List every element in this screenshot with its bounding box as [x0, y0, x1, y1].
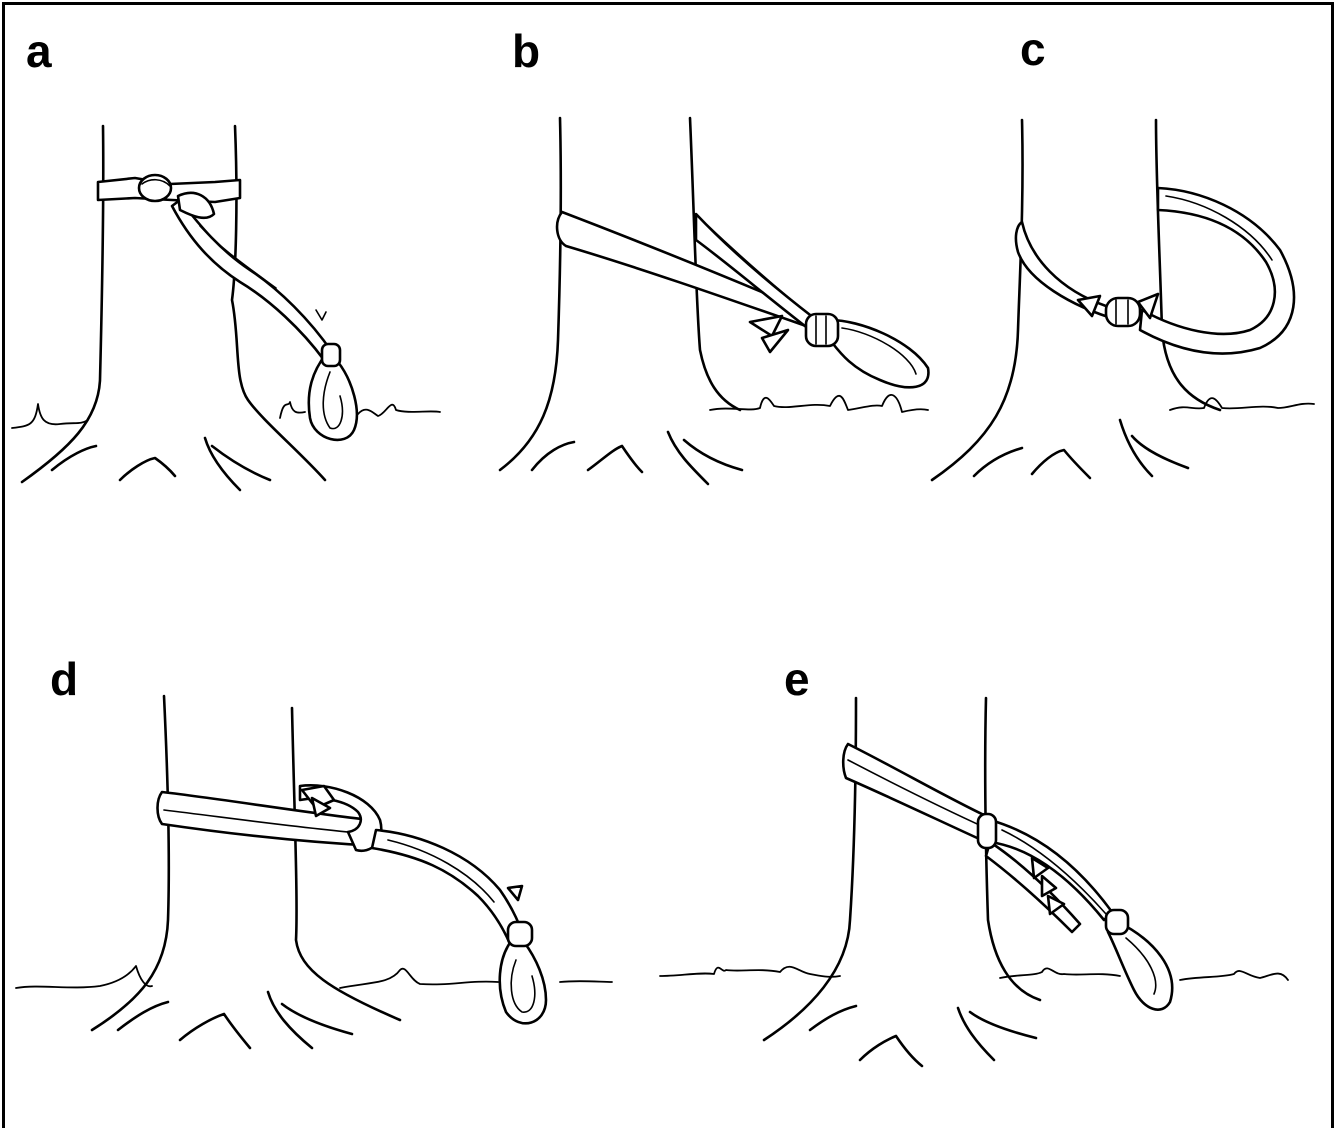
panel-label-d: d [50, 656, 78, 702]
panel-label-b: b [512, 28, 540, 74]
panel-c: c [930, 0, 1342, 520]
sling-strap [158, 785, 547, 1023]
ground-line [710, 395, 928, 412]
ground-line [1170, 398, 1314, 410]
panel-c-illustration [930, 0, 1342, 520]
ground-line [12, 402, 440, 428]
panel-e: e [660, 620, 1320, 1100]
panel-a: a [0, 0, 440, 520]
panel-a-illustration [0, 0, 440, 520]
sling-strap [98, 178, 357, 440]
ground-line [660, 967, 1288, 980]
tree-trunk [500, 118, 742, 484]
sling-strap [1016, 188, 1294, 354]
knot [1106, 298, 1140, 326]
panel-label-e: e [784, 656, 810, 702]
sling-strap [843, 744, 1172, 1010]
tree-trunk [764, 698, 1040, 1066]
panel-d-illustration [0, 620, 640, 1100]
knot [806, 314, 838, 346]
sling-strap [557, 212, 928, 387]
panel-label-a: a [26, 28, 52, 74]
panel-label-c: c [1020, 26, 1046, 72]
tree-trunk [92, 696, 400, 1048]
panel-d: d [0, 620, 640, 1100]
panel-b: b [470, 0, 930, 520]
panel-e-illustration [660, 620, 1320, 1100]
panel-b-illustration [470, 0, 930, 520]
